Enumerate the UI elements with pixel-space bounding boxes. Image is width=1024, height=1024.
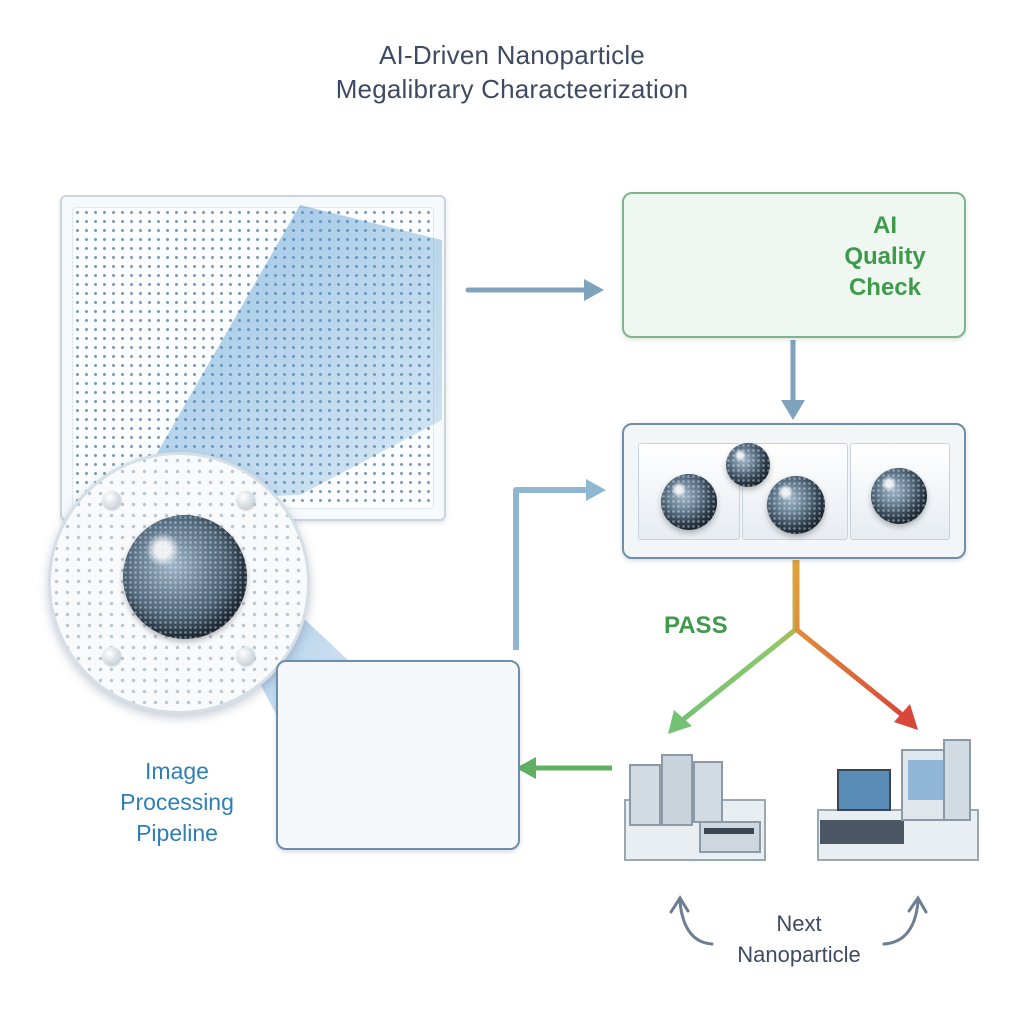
next-nanoparticle-label: Next Nanoparticle [714,908,884,970]
nanoparticle-image [661,474,717,530]
ai-label-line-1: AI [873,212,897,239]
pipeline-label-line-1: Image [145,758,209,784]
pipeline-label-line-3: Pipeline [136,820,218,846]
arrow-pipeline-to-results [513,479,606,650]
magnified-view [48,452,310,714]
next-label-line-2: Nanoparticle [737,942,861,967]
image-processing-box [276,660,520,850]
result-panel [742,443,848,540]
nanoparticle-closeup [123,515,247,639]
grid-pin-marker [237,647,255,665]
diagram-title: AI-Driven Nanoparticle Megalibrary Chara… [0,38,1024,106]
loop-arrow-right [882,895,928,946]
loop-arrow-left [669,895,714,946]
arrow-pass-branch [668,560,798,734]
result-panel [850,443,950,540]
ai-label-line-2: Quality [844,243,926,270]
zoom-beam [130,205,442,500]
pipeline-label-line-2: Processing [120,789,234,815]
characterization-instrument-fail [817,739,979,861]
image-processing-label: Image Processing Pipeline [92,756,262,849]
nanoparticle-results-box [622,423,966,559]
ai-quality-check-label: AI Quality Check [830,210,940,303]
result-panel [638,443,740,540]
characterization-instrument-pass [624,754,766,861]
arrow-instruments-to-pipeline [516,757,612,779]
title-line-2: Megalibrary Characteerization [335,74,689,104]
arrow-ai-to-results [781,340,805,420]
next-label-line-1: Next [776,911,822,936]
arrow-plate-to-ai [465,279,604,301]
arrow-fail-branch [794,560,918,730]
title-line-1: AI-Driven Nanoparticle [379,40,645,70]
pass-label: PASS [664,612,728,639]
nanoparticle-image [767,476,825,534]
ai-label-line-3: Check [848,274,922,301]
nanoparticle-image [871,468,927,524]
nanoparticle-highlight [726,443,770,487]
grid-pin-marker [103,491,121,509]
ai-quality-check-box [622,192,966,338]
grid-pin-marker [103,647,121,665]
grid-pin-marker [237,491,255,509]
